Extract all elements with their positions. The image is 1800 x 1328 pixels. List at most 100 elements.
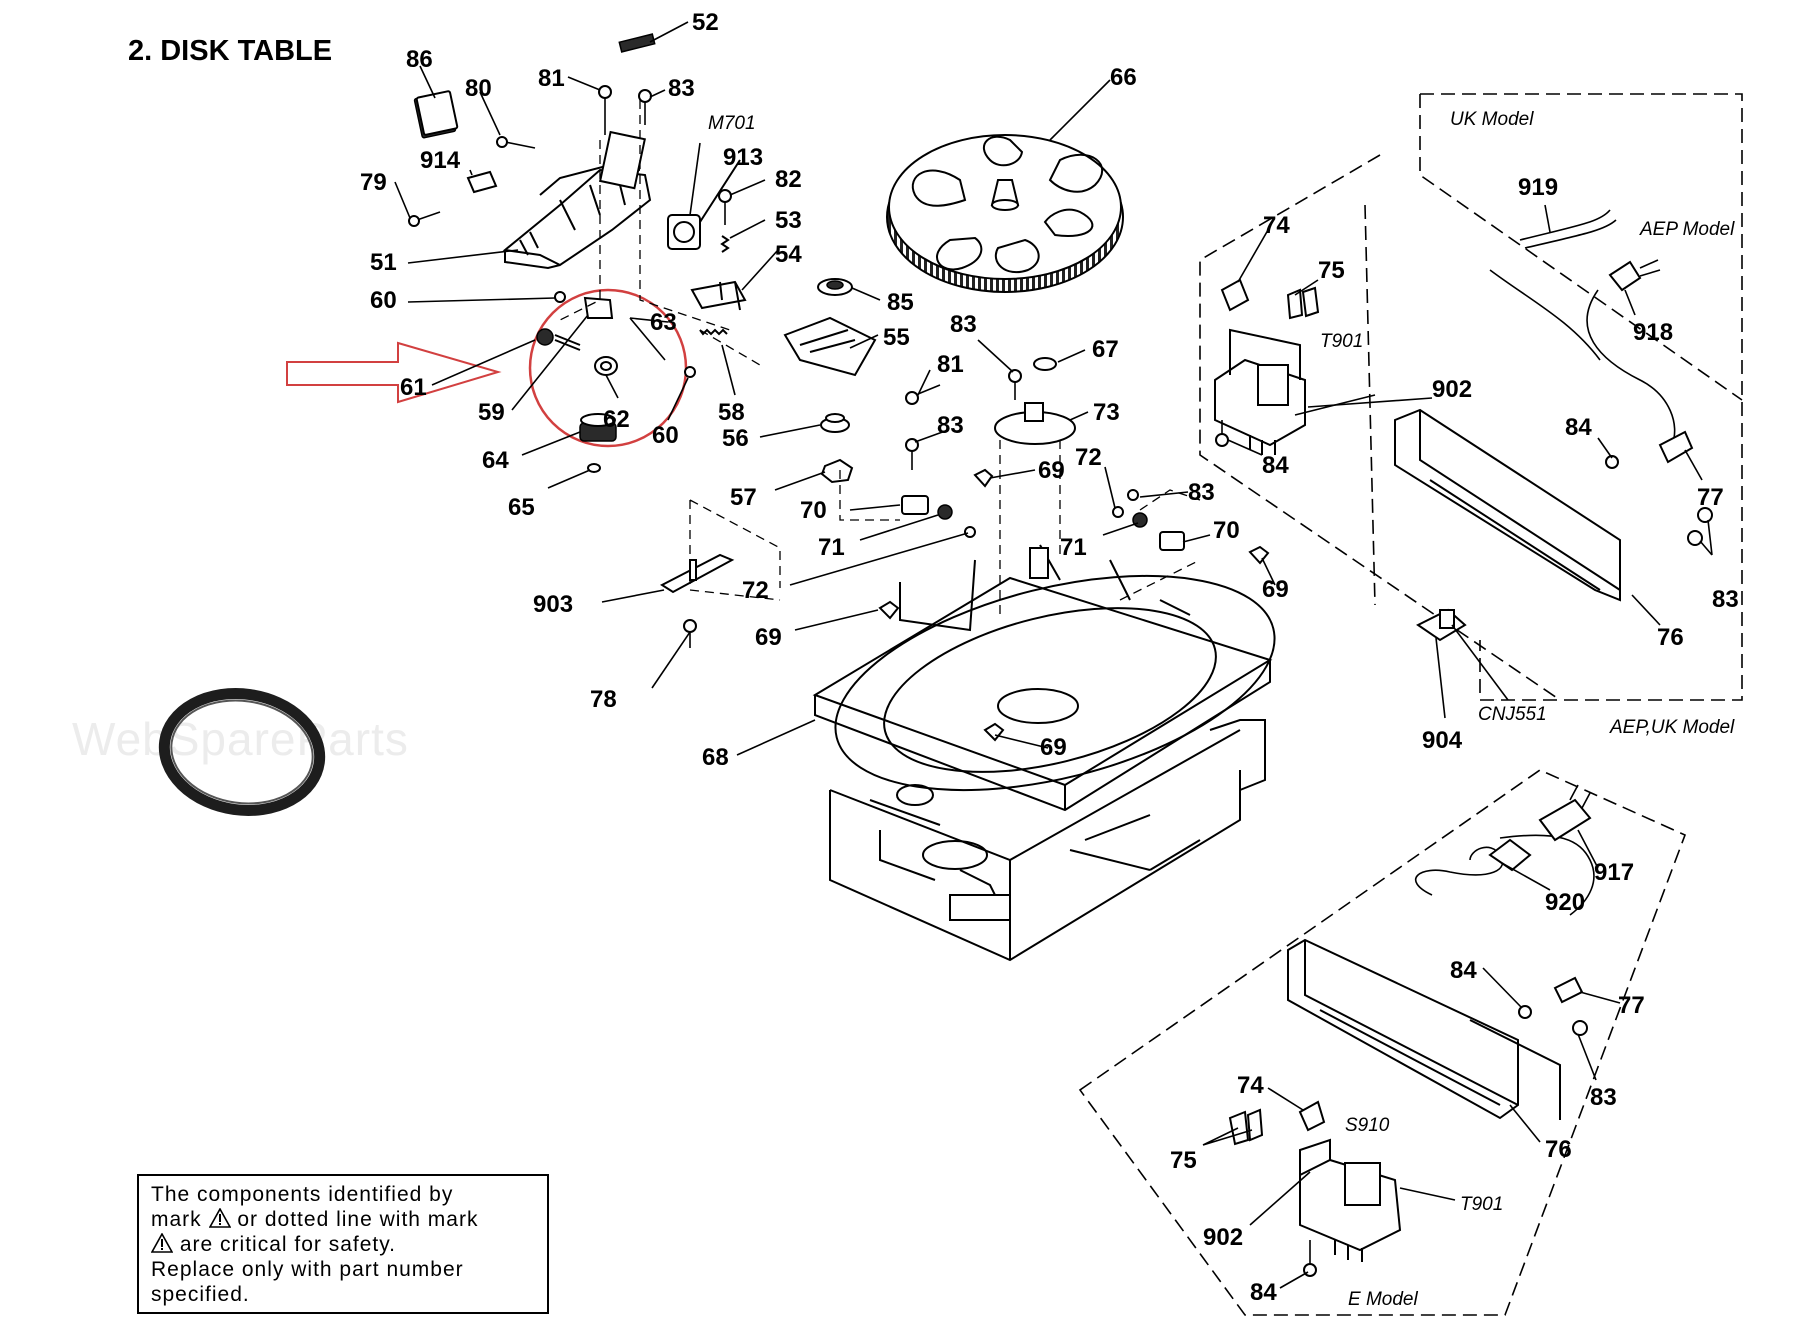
plug-917 xyxy=(1538,798,1592,842)
label-cnj551: CNJ551 xyxy=(1478,704,1547,725)
label-69c: 69 xyxy=(755,624,782,651)
model-aep-uk-label: AEP,UK Model xyxy=(1609,717,1735,738)
label-83f: 83 xyxy=(1590,1084,1617,1111)
bracket-70b xyxy=(1159,531,1185,551)
screw-84c xyxy=(1518,1005,1532,1019)
safety-note-line-1: The components identified by xyxy=(151,1183,454,1206)
warning-triangle-icon xyxy=(151,1233,173,1253)
label-53: 53 xyxy=(775,207,802,234)
safety-note-line-4: Replace only with part number xyxy=(151,1258,464,1281)
label-70b: 70 xyxy=(1213,517,1240,544)
label-76a: 76 xyxy=(1657,624,1684,651)
label-920: 920 xyxy=(1545,889,1585,916)
post-69c xyxy=(878,600,900,620)
model-e-label: E Model xyxy=(1348,1289,1418,1310)
model-uk-label: UK Model xyxy=(1450,109,1534,130)
label-913: 913 xyxy=(723,144,763,171)
label-83a: 83 xyxy=(668,75,695,102)
label-62: 62 xyxy=(603,406,630,433)
label-83e: 83 xyxy=(1712,586,1739,613)
bracket-54-tabs xyxy=(719,281,741,311)
safety-note-line-2: mark or dotted line with mark xyxy=(151,1207,535,1232)
leader-lines xyxy=(394,21,1713,1289)
label-67: 67 xyxy=(1092,336,1119,363)
uk-model-divider xyxy=(1419,94,1743,401)
label-81a: 81 xyxy=(538,65,565,92)
label-58: 58 xyxy=(718,399,745,426)
motor-m701 xyxy=(667,159,741,250)
label-78: 78 xyxy=(590,686,617,713)
label-81b: 81 xyxy=(937,351,964,378)
aep-uk-region-mid xyxy=(1364,204,1376,606)
page-title: 2. DISK TABLE xyxy=(128,35,332,67)
dash-mid-connection xyxy=(1119,489,1201,601)
washer-60b xyxy=(684,366,696,378)
loading-arm-assembly xyxy=(502,130,652,270)
pad-52 xyxy=(618,33,656,53)
screw-80 xyxy=(504,141,536,149)
washer-67 xyxy=(1033,357,1057,371)
lever-59 xyxy=(583,296,614,319)
label-55: 55 xyxy=(883,324,910,351)
screw-83b xyxy=(1008,369,1022,383)
label-73: 73 xyxy=(1093,399,1120,426)
cord-920-b xyxy=(1499,834,1595,916)
safety-note-line-3: are critical for safety. xyxy=(151,1232,535,1257)
label-64: 64 xyxy=(482,447,509,474)
screw-83f xyxy=(1572,1020,1588,1036)
screw-83-head xyxy=(638,89,652,103)
label-84a: 84 xyxy=(1262,452,1289,479)
rear-panel-76-lower xyxy=(1287,938,1561,1120)
screw-79 xyxy=(416,211,441,221)
shaft-61 xyxy=(554,334,581,351)
label-69d: 69 xyxy=(1040,734,1067,761)
cord-uk xyxy=(1489,269,1601,361)
bracket-903-pin xyxy=(689,559,697,581)
label-51: 51 xyxy=(370,249,397,276)
nut-57 xyxy=(820,458,854,484)
label-84d: 84 xyxy=(1250,1279,1277,1306)
label-57: 57 xyxy=(730,484,757,511)
label-914: 914 xyxy=(420,147,461,174)
label-902a: 902 xyxy=(1432,376,1472,403)
label-82: 82 xyxy=(775,166,802,193)
model-aep-label: AEP Model xyxy=(1639,219,1735,240)
label-80: 80 xyxy=(465,75,492,102)
label-71b: 71 xyxy=(1060,534,1087,561)
washer-60a xyxy=(554,291,566,303)
label-69b: 69 xyxy=(1262,576,1289,603)
safety-note-dotted-text: or dotted line with mark xyxy=(237,1208,479,1231)
clip-75b xyxy=(1228,1110,1250,1146)
label-77b: 77 xyxy=(1618,992,1645,1019)
label-918: 918 xyxy=(1633,319,1673,346)
dash-903 xyxy=(689,499,781,601)
cord-920 xyxy=(1415,846,1504,896)
pulley-85-hub xyxy=(826,280,844,290)
label-75a: 75 xyxy=(1318,257,1345,284)
label-919: 919 xyxy=(1518,174,1558,201)
label-902b: 902 xyxy=(1203,1224,1243,1251)
screw-81b-shaft xyxy=(917,384,941,395)
chassis-68 xyxy=(812,544,1276,962)
post-69a xyxy=(973,468,994,488)
screw-79-head xyxy=(408,215,420,227)
label-69a: 69 xyxy=(1038,457,1065,484)
screw-83d xyxy=(1127,489,1139,501)
post-69d xyxy=(983,722,1005,742)
bushing-77b xyxy=(1553,976,1584,1004)
rear-panel-76-upper xyxy=(1394,408,1621,602)
clip-75a xyxy=(1286,288,1304,320)
label-s910: S910 xyxy=(1345,1115,1390,1136)
safety-note-mark-text: mark xyxy=(151,1208,202,1231)
label-68: 68 xyxy=(702,744,729,771)
label-74b: 74 xyxy=(1237,1072,1264,1099)
safety-note-critical-text: are critical for safety. xyxy=(179,1233,397,1256)
clip-75a-2 xyxy=(1301,286,1320,318)
label-85: 85 xyxy=(887,289,914,316)
aep-uk-region-left xyxy=(1199,154,1561,701)
label-79: 79 xyxy=(360,169,387,196)
spring-53 xyxy=(720,235,730,253)
spring-58 xyxy=(699,328,728,336)
